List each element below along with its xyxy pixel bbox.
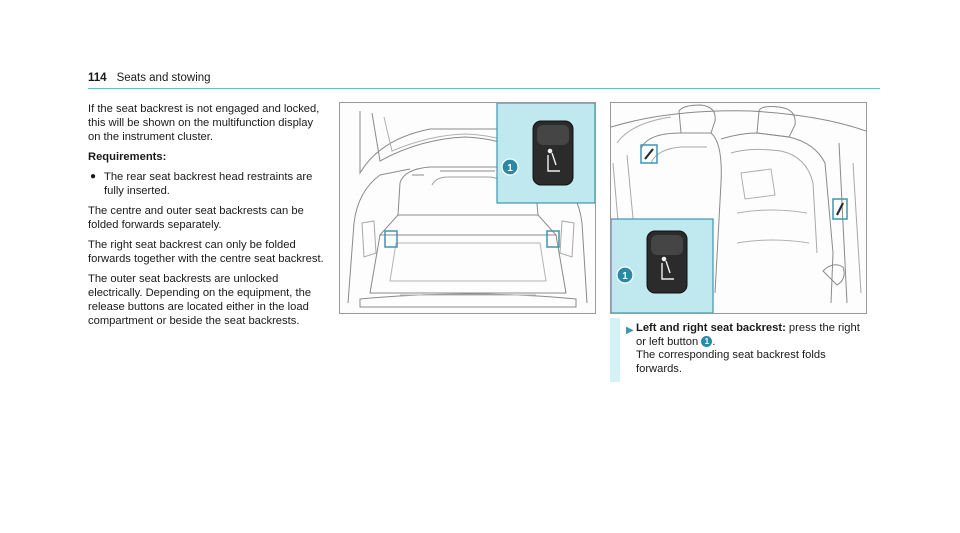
requirements-title: Requirements: bbox=[88, 151, 167, 163]
paragraph-electric-unlock: The outer seat backrests are unlocked el… bbox=[88, 273, 312, 327]
rear-seat-drawing: 1 bbox=[611, 104, 866, 313]
intro-paragraph: If the seat backrest is not engaged and … bbox=[88, 103, 320, 143]
callout-badge-icon bbox=[616, 266, 634, 284]
paragraph-fold-separately: The centre and outer seat backrests can … bbox=[88, 205, 304, 231]
action-heading: Left and right seat backrest: bbox=[636, 322, 786, 334]
callout-number: 1 bbox=[507, 163, 513, 174]
action-result: The corresponding seat backrest folds fo… bbox=[636, 349, 826, 375]
right-release-button-marker bbox=[546, 230, 560, 248]
action-text: Left and right seat backrest: press the … bbox=[630, 322, 865, 376]
action-instruction-end: . bbox=[712, 335, 716, 348]
section-title: Seats and stowing bbox=[116, 72, 211, 84]
seat-fold-icon bbox=[661, 256, 674, 280]
bullet-icon: ● bbox=[90, 171, 97, 182]
page-header: 114 Seats and stowing bbox=[88, 72, 211, 84]
action-instruction: press the right or left button bbox=[636, 322, 860, 348]
requirement-text: The rear seat backrest head restraints a… bbox=[104, 171, 313, 197]
left-release-button-marker bbox=[384, 230, 398, 248]
action-arrow-icon: ▶ bbox=[626, 325, 634, 336]
callout-number: 1 bbox=[622, 271, 628, 282]
button-callout-box bbox=[496, 103, 595, 204]
left-backrest-button-marker bbox=[640, 144, 658, 164]
header-rule bbox=[88, 88, 880, 89]
seat-fold-icon bbox=[547, 148, 560, 172]
load-compartment-drawing: 1 bbox=[347, 103, 595, 308]
action-step-bar bbox=[610, 318, 620, 382]
load-compartment-illustration: 1 bbox=[339, 102, 596, 314]
left-column-text: If the seat backrest is not engaged and … bbox=[88, 102, 328, 334]
action-step-content: ▶ Left and right seat backrest: press th… bbox=[626, 322, 865, 376]
callout-badge-icon bbox=[501, 158, 519, 176]
inline-badge-icon: 1 bbox=[701, 336, 713, 348]
rear-seat-illustration: 1 bbox=[610, 102, 867, 314]
paragraph-right-backrest: The right seat backrest can only be fold… bbox=[88, 239, 324, 265]
page-number: 114 bbox=[88, 72, 107, 84]
requirement-item: ● The rear seat backrest head restraints… bbox=[88, 170, 328, 198]
right-backrest-button-marker bbox=[832, 198, 848, 220]
